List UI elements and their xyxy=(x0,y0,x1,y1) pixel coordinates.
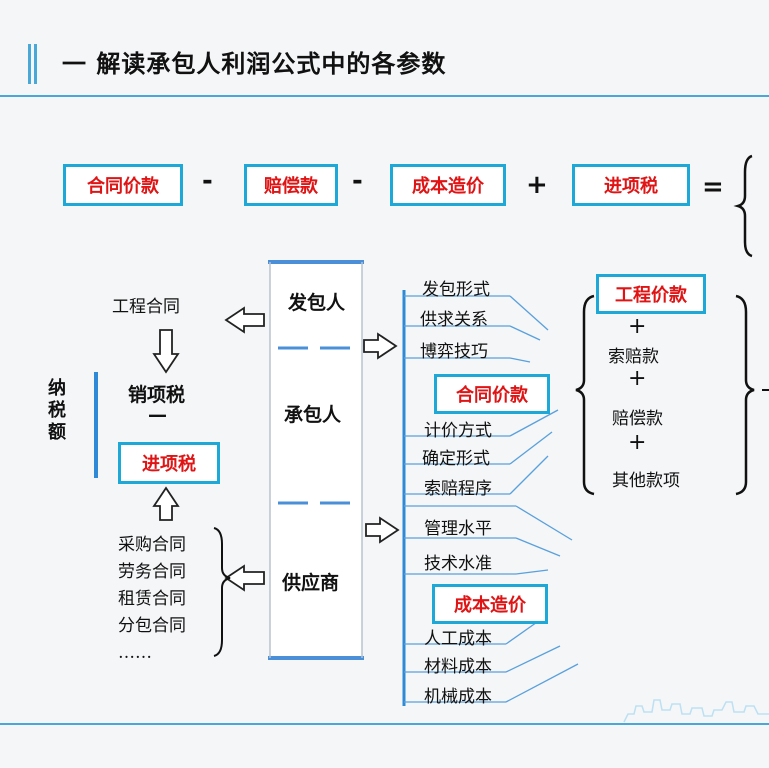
factor-material-cost: 材料成本 xyxy=(424,657,492,677)
factor-supply-demand: 供求关系 xyxy=(420,310,488,330)
contract-item-lease: 租赁合同 xyxy=(118,589,186,609)
factor-technical-level: 技术水准 xyxy=(424,554,492,574)
output-tax-label: 销项税 xyxy=(128,384,186,406)
factor-management-level: 管理水平 xyxy=(424,519,492,539)
compensation-label: 赔偿款 xyxy=(612,409,663,429)
input-tax-box: 进项税 xyxy=(118,442,220,484)
plus-sign-3: + xyxy=(628,430,647,455)
contract-item-more: …… xyxy=(118,643,152,663)
contract-item-purchase: 采购合同 xyxy=(118,535,186,555)
party-employer: 发包人 xyxy=(288,292,346,314)
formula-term-compensation: 赔偿款 xyxy=(244,164,338,206)
formula-term-contract-price: 合同价款 xyxy=(63,164,183,206)
formula-plus: + xyxy=(526,170,548,200)
factor-pricing-method: 计价方式 xyxy=(424,421,492,441)
factor-labor-cost: 人工成本 xyxy=(424,629,492,649)
plus-sign-2: + xyxy=(628,366,647,391)
tax-amount-label: 纳税额 xyxy=(48,378,66,443)
formula-minus-2: - xyxy=(352,166,363,196)
formula-minus-1: - xyxy=(202,166,213,196)
contracts-list: 采购合同 劳务合同 租赁合同 分包合同 …… xyxy=(118,532,186,667)
project-price-box: 工程价款 xyxy=(596,274,706,314)
other-payments-label: 其他款项 xyxy=(612,471,680,491)
factor-claim-procedure: 索赔程序 xyxy=(424,479,492,499)
factor-machinery-cost: 机械成本 xyxy=(424,687,492,707)
claim-payment-label: 索赔款 xyxy=(608,347,659,367)
page-title: 一 解读承包人利润公式中的各参数 xyxy=(62,50,447,78)
contract-price-box: 合同价款 xyxy=(434,374,550,414)
factor-determination-form: 确定形式 xyxy=(422,449,490,469)
contract-item-labor: 劳务合同 xyxy=(118,562,186,582)
title-accent-bar xyxy=(28,44,38,84)
plus-sign-1: + xyxy=(628,314,647,339)
formula-term-cost: 成本造价 xyxy=(390,164,506,206)
factor-contracting-form: 发包形式 xyxy=(422,280,490,300)
formula-equals: = xyxy=(702,172,724,202)
contract-item-subcontract: 分包合同 xyxy=(118,616,186,636)
party-supplier: 供应商 xyxy=(282,572,340,594)
header-divider xyxy=(0,95,769,97)
formula-term-input-tax: 进项税 xyxy=(572,164,690,206)
party-contractor: 承包人 xyxy=(284,404,342,426)
cost-price-box: 成本造价 xyxy=(432,584,548,624)
tax-minus-sign: — xyxy=(148,404,167,426)
project-contract-label: 工程合同 xyxy=(112,297,180,317)
factor-bargaining-skill: 博弈技巧 xyxy=(420,342,488,362)
